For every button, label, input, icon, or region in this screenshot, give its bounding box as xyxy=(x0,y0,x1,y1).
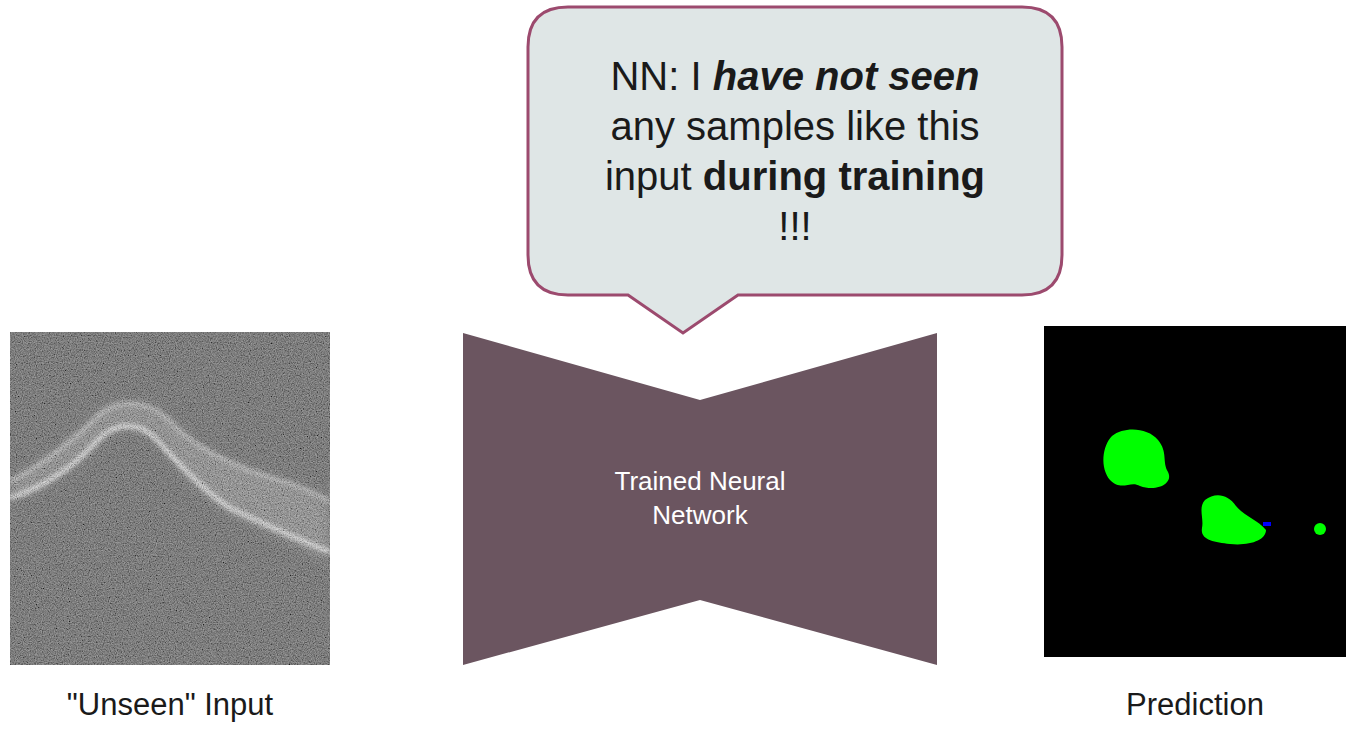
oct-scan xyxy=(10,332,330,665)
bowtie-shape xyxy=(463,333,937,665)
speech-bubble: NN: I have not seen any samples like thi… xyxy=(528,7,1062,295)
image-caption: Prediction xyxy=(1126,685,1264,725)
network-label: Trained Neural Network xyxy=(585,465,815,533)
bubble-shape xyxy=(528,7,1062,333)
network-bowtie: Trained Neural Network xyxy=(463,333,937,665)
image-caption: "Unseen" Input xyxy=(67,685,273,725)
bowtie-outline xyxy=(463,333,937,665)
input-image: "Unseen" Input xyxy=(10,332,330,665)
segmentation-map xyxy=(1044,326,1346,657)
speech-text: NN: I have not seen any samples like thi… xyxy=(590,51,1000,251)
bubble-outline xyxy=(528,7,1062,295)
prediction-image: Prediction xyxy=(1044,326,1346,657)
